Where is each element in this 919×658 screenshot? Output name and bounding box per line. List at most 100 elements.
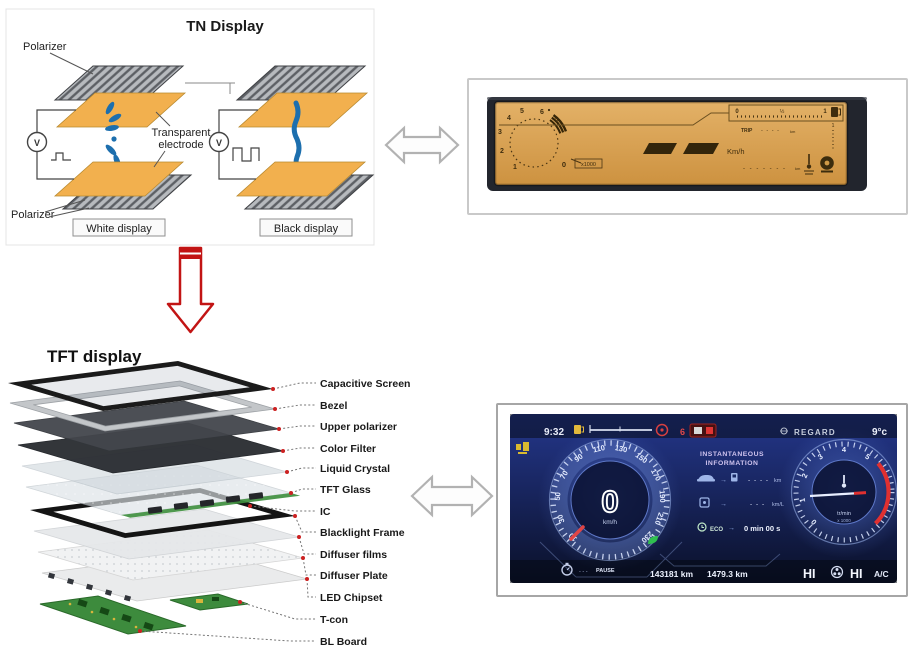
oil-warning-icon — [820, 156, 834, 173]
hvac-ac-label: A/C — [874, 569, 889, 579]
info-row1-value: - - - - — [748, 477, 769, 484]
tach-num-4: 4 — [507, 115, 511, 122]
electrode-top-right — [237, 92, 369, 128]
coolant-temp-icon-color — [841, 475, 847, 488]
bottom-bar: - - - PAUSE 143181 km 1479.3 km HI HI A/… — [561, 562, 889, 581]
gear-indicator-icon — [516, 442, 529, 454]
tach-tick: 0 — [809, 517, 818, 526]
tft-title: TFT display — [47, 347, 142, 366]
fan-icon — [830, 565, 844, 579]
warning-count: 6 — [680, 427, 685, 437]
voltage-source-left — [26, 131, 48, 153]
label-upper-polarizer: Upper polarizer — [320, 421, 397, 433]
odo-trip: 1479.3 km — [707, 569, 748, 579]
electrode-bottom-left — [53, 161, 185, 197]
speedo-needle — [569, 525, 585, 541]
label-ic: IC — [320, 506, 331, 518]
label-backlight-frame: Blacklight Frame — [320, 527, 405, 539]
trip-label: TRIP — [741, 128, 753, 134]
tach-unit-1: tr/min — [837, 511, 851, 517]
fuel-max: 1 — [823, 109, 827, 115]
tach-num-5: 5 — [520, 108, 524, 115]
tachometer: 0 1 2 3 4 5 tr/min x 1000 — [790, 438, 897, 546]
info-panel: INSTANTANEOUS INFORMATION → - - - - km →… — [648, 451, 784, 544]
hvac-right-temp: HI — [850, 567, 863, 581]
caption-white-display: White display — [86, 223, 152, 235]
pause-label: PAUSE — [596, 568, 615, 574]
panel-outline-lines — [539, 541, 781, 578]
red-down-arrow-icon — [166, 246, 215, 334]
fuel-pump-icon — [831, 107, 841, 117]
tach-tick-ring — [793, 441, 895, 543]
speedo-tick: 30 — [555, 513, 566, 524]
tachometer-arc — [509, 118, 559, 168]
tach-tick: 2 — [800, 472, 810, 479]
temp-needle — [809, 492, 855, 498]
polarizer-bottom-leader — [44, 199, 90, 218]
caption-black-display: Black display — [274, 223, 339, 235]
tn-title: TN Display — [186, 18, 264, 35]
layer-tcon — [169, 593, 249, 611]
ic-chips — [147, 492, 264, 514]
brand-name: REGARD — [794, 428, 836, 437]
layer-labels: Capacitive Screen Bezel Upper polarizer … — [320, 378, 410, 648]
label-capacitive-screen: Capacitive Screen — [320, 378, 410, 390]
speedo-tick: 210 — [653, 511, 666, 526]
info-title-1: INSTANTANEOUS — [700, 451, 764, 458]
arrow-glyph-1: → — [720, 477, 727, 484]
double-arrow-top-icon — [384, 125, 460, 165]
label-bl-board: BL Board — [320, 636, 367, 648]
tn-display-diagram: TN Display V White display — [5, 8, 375, 246]
label-liquid-crystal: Liquid Crystal — [320, 463, 390, 475]
tach-num-3: 3 — [498, 129, 502, 136]
info-row1-unit: km — [774, 478, 782, 484]
speedo-tick: 70 — [558, 469, 570, 481]
speedo-tick: 110 — [592, 443, 606, 454]
info-row3-value: 0 min 00 s — [744, 524, 780, 533]
speed-unit: Km/h — [727, 147, 745, 156]
label-color-filter: Color Filter — [320, 443, 376, 455]
caption-box-white — [72, 218, 166, 237]
tach-multiplier: x1000 — [581, 162, 596, 168]
side-gauge-top: 1 — [832, 123, 835, 129]
polarizer-bottom-label: Polarizer — [11, 209, 55, 221]
label-diffuser-films: Diffuser films — [320, 549, 387, 561]
double-arrow-bottom-icon — [410, 474, 494, 518]
electrode-label-line2: electrode — [158, 139, 203, 151]
tft-exploded-view: TFT display — [8, 347, 410, 648]
info-row2-value: - - - — [750, 501, 765, 508]
color-cluster-frame: 9:32 6 REGARD 9°c — [496, 403, 908, 597]
stopwatch-icon — [561, 562, 573, 576]
odo-total: 143181 km — [650, 569, 693, 579]
tach-num-2: 2 — [500, 148, 504, 155]
speed-value: 0 — [601, 484, 618, 519]
waveform-small-icon — [51, 152, 71, 161]
arrow-glyph-2: → — [720, 501, 727, 508]
speedo-tick-ring — [550, 440, 670, 560]
waveform-square-icon — [232, 147, 260, 162]
speed-segments — [643, 143, 719, 154]
layer-capacitive-screen — [8, 361, 273, 411]
tach-tick: 3 — [816, 452, 824, 462]
cell-connector-line — [185, 82, 235, 94]
tach-tick: 5 — [863, 452, 871, 462]
label-tft-glass: TFT Glass — [320, 484, 371, 496]
brake-warning-icon — [655, 423, 669, 437]
pause-dashes: - - - — [579, 569, 588, 575]
tach-num-7: 7 — [555, 118, 559, 125]
outside-temp: 9°c — [872, 427, 888, 438]
wires-left — [36, 109, 76, 180]
tach-tick: 1 — [798, 497, 808, 503]
leader-lines — [139, 382, 316, 642]
tach-unit-2: x 1000 — [837, 518, 851, 523]
car-icon — [697, 475, 715, 482]
speed-unit: km/h — [603, 519, 617, 526]
hvac-left-temp: HI — [803, 567, 816, 581]
trip-unit: km — [790, 129, 796, 134]
electrode-bottom-right — [235, 161, 367, 197]
temp-needle-tip — [853, 491, 867, 495]
tachometer-redline — [549, 114, 568, 134]
fuel-min: 0 — [735, 109, 739, 115]
tach-num-1: 1 — [513, 164, 517, 171]
coolant-temp-icon — [804, 154, 814, 175]
